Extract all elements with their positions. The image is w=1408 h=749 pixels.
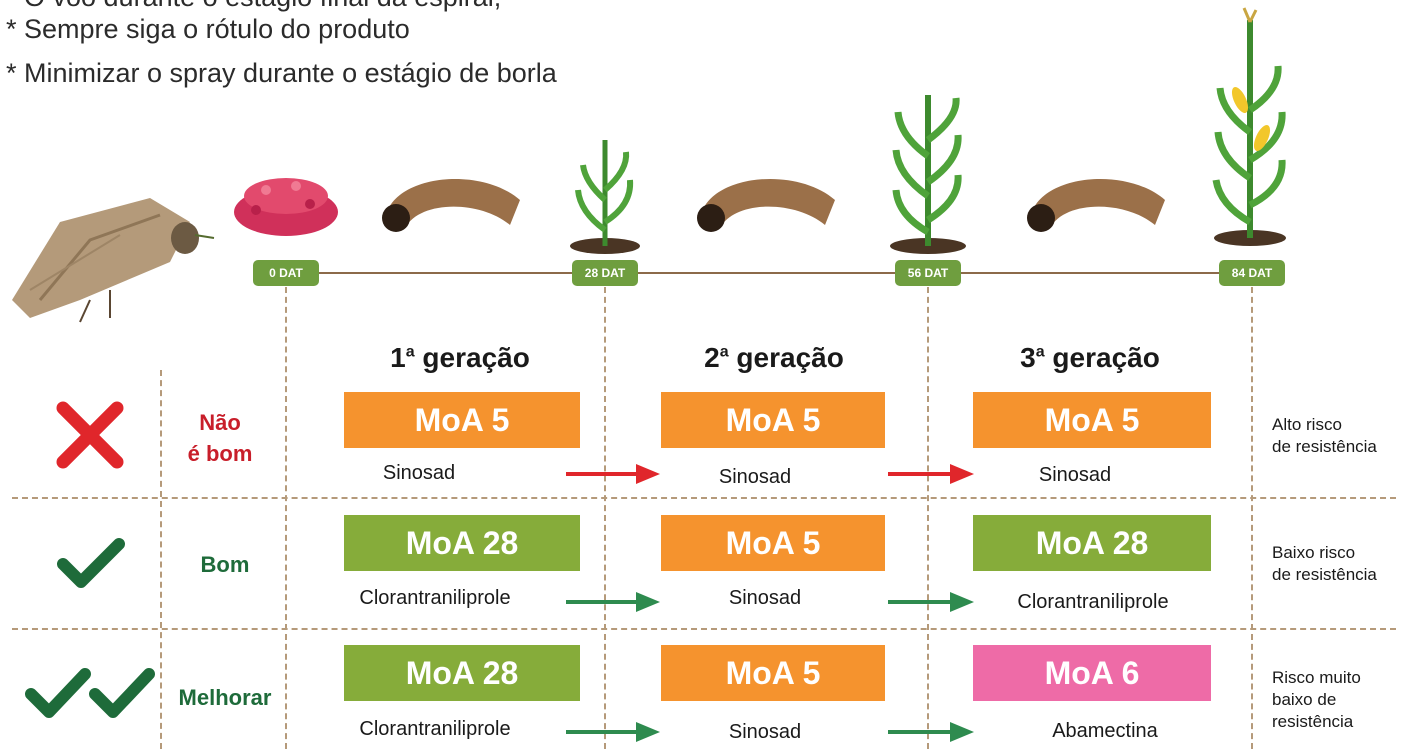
risk-note-low: Baixo risco de resistência (1272, 543, 1377, 585)
product-name: Sinosad (382, 462, 456, 484)
product-name: Sinosad (728, 587, 802, 609)
generation-1-header: 1a geração (390, 342, 530, 373)
moth-icon (12, 198, 215, 323)
moa-box: MoA 28 (973, 515, 1211, 571)
moa-box: MoA 5 (661, 515, 885, 571)
divider-label-column (160, 370, 162, 749)
product-name: Clorantraniliprole (359, 587, 511, 609)
note-spray: * Minimizar o spray durante o estágio de… (6, 58, 557, 88)
note-label: * Sempre siga o rótulo do produto (6, 14, 410, 44)
product-name: Sinosad (718, 466, 792, 488)
risk-note-very-low: Risco muito baixo de resistência (1272, 668, 1361, 732)
divider-0dat (285, 287, 287, 749)
divider-84dat (1251, 287, 1253, 749)
moa-box: MoA 28 (344, 645, 580, 701)
note-flight: * O voo durante o estágio final da espir… (6, 0, 501, 13)
arrow-icon (888, 592, 974, 612)
arrow-icon (566, 464, 660, 484)
mature-corn-plant-icon (1212, 7, 1286, 246)
growing-plant-icon (890, 95, 966, 254)
product-name: Abamectina (1052, 720, 1158, 742)
product-name: Sinosad (728, 721, 802, 743)
arrow-icon (888, 464, 974, 484)
larva-icon (697, 178, 835, 232)
moa-box: MoA 5 (661, 645, 885, 701)
seeds-icon (234, 178, 338, 236)
cross-icon (56, 401, 124, 469)
young-plant-icon (570, 140, 640, 254)
larva-icon (382, 178, 520, 232)
moa-box: MoA 5 (973, 392, 1211, 448)
moa-box: MoA 6 (973, 645, 1211, 701)
moa-box: MoA 5 (344, 392, 580, 448)
dat-badge-84: 84 DAT (1219, 260, 1285, 286)
product-name: Clorantraniliprole (1017, 591, 1169, 613)
product-name: Clorantraniliprole (359, 718, 511, 740)
row-divider-1 (12, 497, 1396, 499)
product-name: Sinosad (1038, 464, 1112, 486)
arrow-icon (566, 722, 660, 742)
moa-box: MoA 5 (661, 392, 885, 448)
row-label-bad: Não é bom (187, 410, 253, 466)
double-check-icon (25, 668, 155, 718)
risk-note-high: Alto risco de resistência (1272, 415, 1377, 457)
larva-icon (1027, 178, 1165, 232)
dat-badge-56: 56 DAT (895, 260, 961, 286)
divider-28dat (604, 287, 606, 749)
generation-2-header: 2a geração (704, 342, 844, 373)
timeline-illustrations (12, 7, 1286, 323)
row-label-good: Bom (200, 552, 250, 577)
arrow-icon (566, 592, 660, 612)
row-divider-2 (12, 628, 1396, 630)
moa-box: MoA 28 (344, 515, 580, 571)
dat-badge-28: 28 DAT (572, 260, 638, 286)
arrow-icon (888, 722, 974, 742)
dat-badge-0: 0 DAT (253, 260, 319, 286)
divider-56dat (927, 287, 929, 749)
check-icon (57, 538, 125, 588)
row-label-better: Melhorar (178, 685, 272, 710)
generation-3-header: 3a geração (1020, 342, 1160, 373)
